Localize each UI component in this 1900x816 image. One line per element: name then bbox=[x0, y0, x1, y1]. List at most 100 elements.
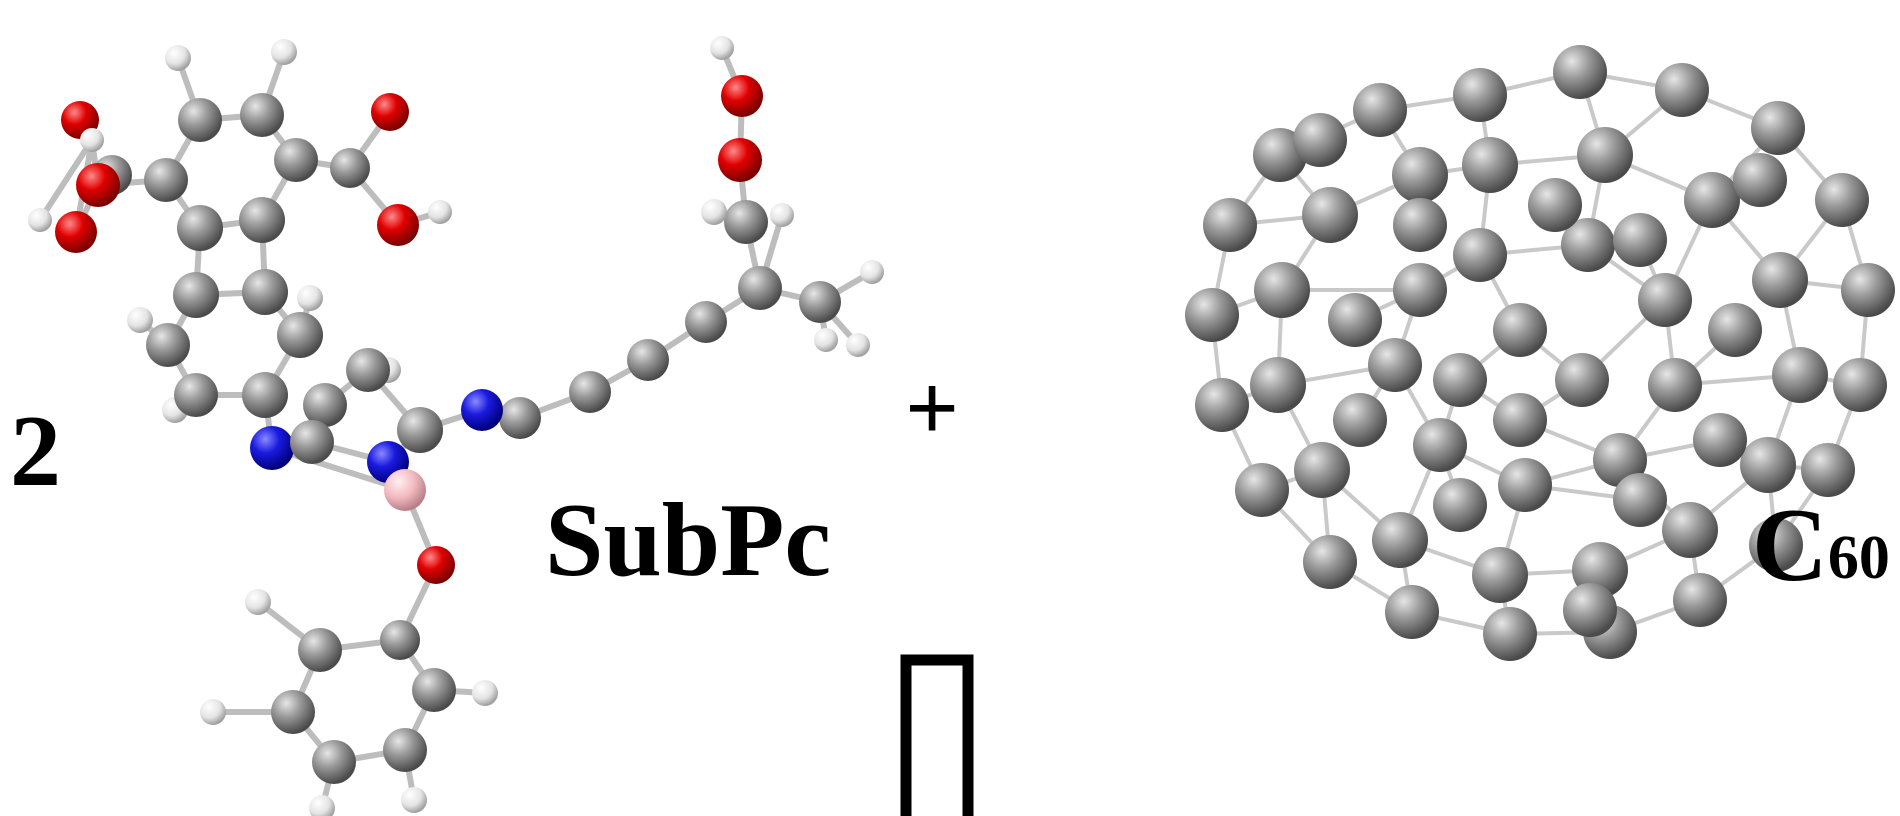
count-label: 2 bbox=[10, 395, 61, 508]
carbon-atom bbox=[1577, 127, 1633, 183]
carbon-atom bbox=[1368, 338, 1422, 392]
carbon-atom bbox=[1472, 547, 1528, 603]
oxygen-atom bbox=[371, 93, 409, 131]
hydrogen-atom bbox=[200, 699, 226, 725]
carbon-atom bbox=[1303, 535, 1357, 589]
hydrogen-atom bbox=[165, 45, 191, 71]
carbon-atom bbox=[1453, 68, 1507, 122]
carbon-atom bbox=[1493, 303, 1547, 357]
carbon-atom bbox=[627, 339, 669, 381]
oxygen-atom bbox=[721, 75, 763, 117]
c60-atoms bbox=[1185, 45, 1895, 661]
carbon-atom bbox=[274, 138, 318, 182]
carbon-atom bbox=[1453, 228, 1507, 282]
hydrogen-atom bbox=[271, 39, 297, 65]
plus-sign: + bbox=[905, 355, 959, 461]
hydrogen-atom bbox=[770, 203, 794, 227]
carbon-atom bbox=[1413, 418, 1467, 472]
carbon-atom bbox=[1328, 293, 1382, 347]
carbon-atom bbox=[412, 668, 456, 712]
nitrogen-atom bbox=[250, 426, 294, 470]
donor-label: SubPc bbox=[545, 481, 831, 598]
carbon-atom bbox=[1638, 273, 1692, 327]
hydrogen-atom bbox=[428, 200, 452, 224]
carbon-atom bbox=[1254, 262, 1310, 318]
carbon-atom bbox=[346, 348, 390, 392]
carbon-atom bbox=[1648, 358, 1702, 412]
nitrogen-atom bbox=[461, 389, 503, 431]
carbon-atom bbox=[330, 148, 370, 188]
carbon-atom bbox=[685, 301, 727, 343]
hydrogen-atom bbox=[127, 307, 153, 333]
hydrogen-atom bbox=[245, 589, 271, 615]
carbon-atom bbox=[146, 323, 190, 367]
carbon-atom bbox=[1733, 153, 1787, 207]
carbon-atom bbox=[724, 200, 768, 244]
carbon-atom bbox=[144, 158, 188, 202]
carbon-atom bbox=[1740, 437, 1796, 493]
carbon-atom bbox=[1593, 433, 1647, 487]
carbon-atom bbox=[1385, 585, 1439, 639]
carbon-atom bbox=[1528, 178, 1582, 232]
carbon-atom bbox=[397, 407, 443, 453]
carbon-atom bbox=[1294, 442, 1350, 498]
carbon-atom bbox=[298, 628, 342, 672]
hydrogen-atom bbox=[814, 328, 838, 352]
carbon-atom bbox=[242, 372, 288, 418]
carbon-atom bbox=[1250, 357, 1306, 413]
carbon-atom bbox=[1752, 252, 1808, 308]
carbon-atom bbox=[1662, 502, 1718, 558]
carbon-atom bbox=[1185, 288, 1239, 342]
carbon-atom bbox=[271, 690, 315, 734]
carbon-atom bbox=[1353, 83, 1407, 137]
hydrogen-atom bbox=[472, 680, 498, 706]
carbon-atom bbox=[1393, 263, 1447, 317]
carbon-atom bbox=[1203, 198, 1257, 252]
acceptor-subscript: 60 bbox=[1828, 524, 1890, 592]
carbon-atom bbox=[1555, 353, 1609, 407]
carbon-atom bbox=[1751, 101, 1805, 155]
carbon-atom bbox=[1392, 147, 1448, 203]
carbon-atom bbox=[1673, 573, 1727, 627]
hydrogen-atom bbox=[401, 787, 427, 813]
hydrogen-atom bbox=[28, 208, 52, 232]
carbon-atom bbox=[242, 269, 288, 315]
carbon-atom bbox=[569, 371, 611, 413]
hydrogen-atom bbox=[309, 795, 335, 816]
bond bbox=[269, 445, 408, 493]
carbon-atom bbox=[240, 93, 284, 137]
carbon-atom bbox=[1801, 443, 1855, 497]
carbon-atom bbox=[1433, 478, 1487, 532]
carbon-atom bbox=[1815, 173, 1869, 227]
carbon-atom bbox=[383, 728, 427, 772]
hydrogen-atom bbox=[846, 333, 870, 357]
carbon-atom bbox=[1693, 413, 1747, 467]
carbon-atom bbox=[1462, 137, 1518, 193]
carbon-atom bbox=[1613, 473, 1667, 527]
subpc-atoms bbox=[28, 36, 884, 816]
hydrogen-atom bbox=[297, 285, 323, 311]
hydrogen-atom bbox=[701, 199, 727, 225]
carbon-atom bbox=[303, 383, 347, 427]
carbon-atom bbox=[312, 740, 356, 784]
oxygen-atom bbox=[55, 211, 97, 253]
carbon-atom bbox=[1772, 347, 1828, 403]
carbon-atom bbox=[1708, 303, 1762, 357]
subpc-molecule bbox=[28, 36, 884, 816]
carbon-atom bbox=[380, 620, 420, 660]
acceptor-label: C60 bbox=[1752, 486, 1890, 603]
carbon-atom bbox=[174, 373, 218, 417]
oxygen-atom bbox=[377, 204, 419, 246]
carbon-atom bbox=[1833, 358, 1887, 412]
carbon-atom bbox=[1372, 512, 1428, 568]
carbon-atom bbox=[1684, 172, 1740, 228]
carbon-atom bbox=[1483, 607, 1537, 661]
c60-molecule bbox=[1185, 45, 1895, 661]
carbon-atom bbox=[499, 397, 541, 439]
carbon-atom bbox=[799, 281, 841, 323]
oxygen-atom bbox=[718, 138, 762, 182]
carbon-atom bbox=[290, 420, 334, 464]
carbon-atom bbox=[1749, 518, 1803, 572]
oxygen-atom bbox=[76, 163, 120, 207]
